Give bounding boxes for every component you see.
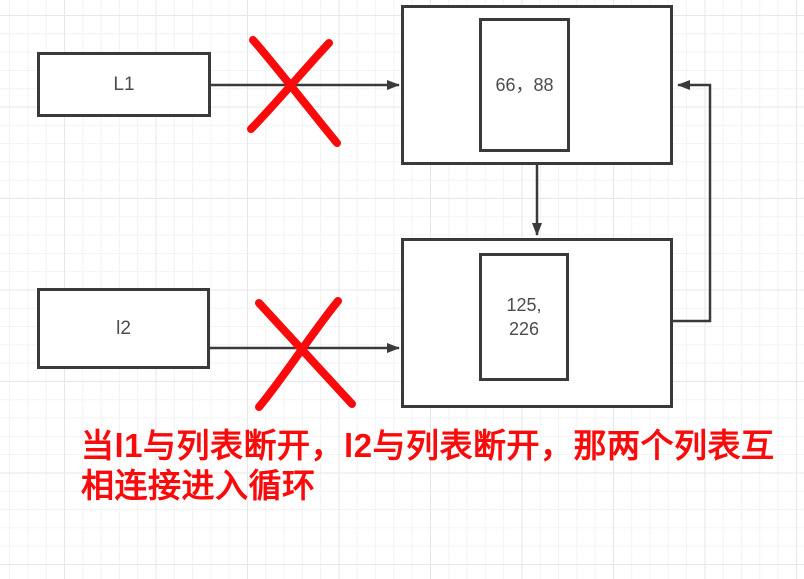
list2-value-line1: 125, [506,295,542,315]
cross-stroke [247,39,333,133]
l1-node: L1 [37,52,211,117]
annotation-line2: 相连接进入循环 [81,467,316,504]
list1-inner-node: 66，88 [479,18,570,152]
cross-stroke [255,299,356,408]
connector-list2-loop-to-list1 [673,80,712,323]
annotation-line1: 当l1与列表断开，l2与列表断开，那两个列表互 [81,427,775,464]
l1-label: L1 [113,73,135,95]
broken-link-cross-bottom-icon [255,297,356,411]
list2-inner-node: 125, 226 [479,253,569,381]
cross-stroke [249,36,341,147]
list2-value: 125, 226 [506,293,541,341]
broken-link-cross-top-icon [247,36,341,147]
list1-value: 66，88 [495,75,554,95]
l2-label: l2 [116,317,131,339]
l2-node: l2 [37,288,210,369]
list2-value-line2: 226 [508,319,540,339]
cross-stroke [255,297,342,411]
annotation-text: 当l1与列表断开，l2与列表断开，那两个列表互 相连接进入循环 [81,426,791,506]
